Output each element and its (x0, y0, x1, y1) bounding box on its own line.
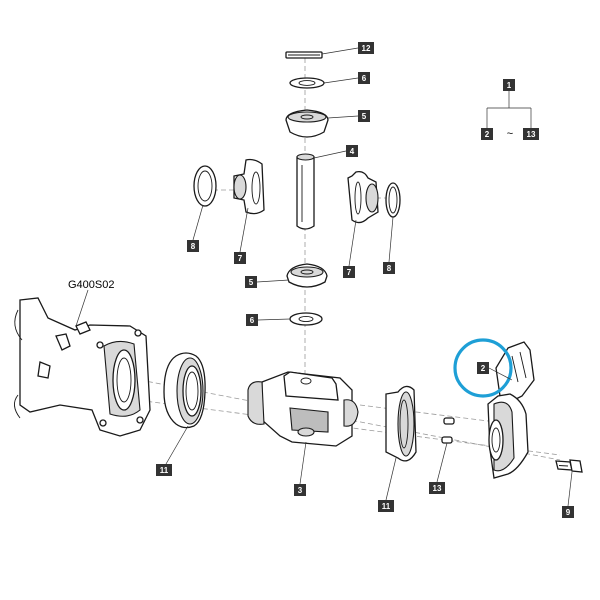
callout-6-top-label: 6 (362, 74, 367, 83)
callout-8-right-label: 8 (387, 264, 392, 273)
callout-13-box (429, 482, 445, 494)
callout-3-box (294, 484, 306, 496)
callout-4-box (346, 145, 358, 157)
range-to-label: 13 (527, 130, 536, 139)
callout-6-bottom-box (246, 314, 258, 326)
callout-12-box (358, 42, 374, 54)
part-5-bushing-top (285, 109, 329, 138)
callout-2-label: 2 (481, 364, 486, 373)
range-separator: ~ (507, 128, 513, 140)
callout-5-top-label: 5 (362, 112, 367, 121)
callout-7-right-box (343, 266, 355, 278)
range-from-label: 2 (485, 130, 490, 139)
part-11-bearing-left (163, 352, 206, 429)
range-from-box (481, 128, 493, 140)
range-to-box (523, 128, 539, 140)
callout-4-label: 4 (350, 147, 355, 156)
callout-5-top-box (358, 110, 370, 122)
axle-housing (14, 297, 151, 437)
range-parent-box (503, 79, 515, 91)
range-note: 1 2 ~ 13 (481, 79, 539, 140)
callout-7-right-label: 7 (347, 268, 352, 277)
assembly-code-label: G400S02 (68, 279, 114, 291)
leader-lines (75, 47, 573, 507)
part-7-cup-right (347, 170, 379, 224)
callout-9-label: 9 (566, 508, 571, 517)
part-2-spindle (487, 341, 535, 479)
part-13-pins (441, 417, 455, 444)
callout-9-box (562, 506, 574, 518)
highlight-circle (453, 338, 513, 398)
callout-6-top-box (358, 72, 370, 84)
callout-7-left-box (234, 252, 246, 264)
callout-13-label: 13 (433, 484, 442, 493)
part-8-seal-left (193, 165, 217, 207)
part-12-pin (285, 51, 323, 59)
part-9-bolt (555, 459, 583, 473)
part-7-cup-left (233, 158, 265, 215)
callout-3-label: 3 (298, 486, 303, 495)
part-5-bushing-bottom (286, 263, 328, 288)
callout-11-right-label: 11 (382, 502, 391, 511)
range-parent-label: 1 (507, 81, 512, 90)
part-3-knuckle (247, 371, 359, 447)
callout-7-left-label: 7 (238, 254, 243, 263)
callout-8-left-label: 8 (191, 242, 196, 251)
callout-11-right-box (378, 500, 394, 512)
part-6-washer-bottom (289, 312, 323, 326)
part-6-washer-top (289, 77, 325, 89)
callout-11-left-label: 11 (160, 466, 169, 475)
part-8-seal-right (385, 182, 401, 218)
callout-11-left-box (156, 464, 172, 476)
callout-6-bottom-label: 6 (250, 316, 255, 325)
callout-8-right-box (383, 262, 395, 274)
callout-2-box (477, 362, 489, 374)
callout-5-bottom-label: 5 (249, 278, 254, 287)
callout-5-bottom-box (245, 276, 257, 288)
callout-tags: 12 6 5 4 8 7 7 8 5 6 11 3 11 13 2 9 (156, 42, 574, 518)
part-4-king-pin (296, 153, 315, 230)
callout-12-label: 12 (362, 44, 371, 53)
part-11-bearing-right (385, 385, 417, 462)
callout-8-left-box (187, 240, 199, 252)
